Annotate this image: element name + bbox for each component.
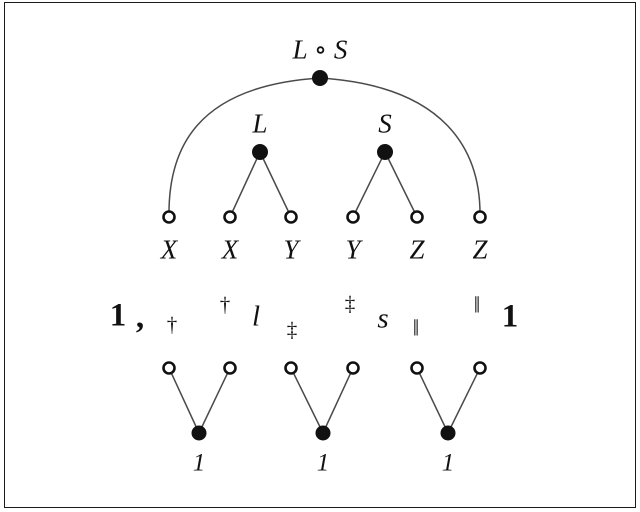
unit-label-2: 1: [316, 449, 330, 477]
wire-label-3: Y: [283, 234, 299, 265]
algebra-token-letter-l: l: [251, 300, 261, 333]
algebra-token-ddagger-subscript: ‡: [286, 317, 298, 342]
algebra-expression-row: 1 , † † l ‡ ‡ s ‖ ‖ 1: [0, 282, 640, 358]
unit-label-1: 1: [192, 449, 206, 477]
algebra-token-parallel-superscript: ‖: [473, 292, 481, 318]
algebra-token-parallel-subscript: ‖: [412, 315, 420, 341]
wire-label-4: Y: [345, 234, 361, 265]
composite-label: L ∘ S: [292, 34, 348, 65]
figure-border: [4, 2, 636, 508]
wire-label-6: Z: [472, 234, 488, 265]
algebra-token-bold-one-left: 1: [109, 297, 127, 334]
algebra-token-comma: ,: [135, 299, 145, 336]
algebra-token-ddagger-superscript: ‡: [344, 291, 356, 316]
operator-label-L: L: [252, 108, 268, 139]
algebra-token-bold-one-right: 1: [501, 298, 519, 335]
operator-label-S: S: [378, 108, 392, 139]
wire-label-5: Z: [409, 234, 425, 265]
unit-label-3: 1: [441, 449, 455, 477]
algebra-token-dagger-superscript: †: [219, 292, 231, 317]
algebra-token-dagger-subscript: †: [166, 312, 178, 337]
wire-label-1: X: [160, 234, 178, 265]
algebra-token-letter-s: s: [377, 302, 389, 335]
wire-label-2: X: [221, 234, 239, 265]
